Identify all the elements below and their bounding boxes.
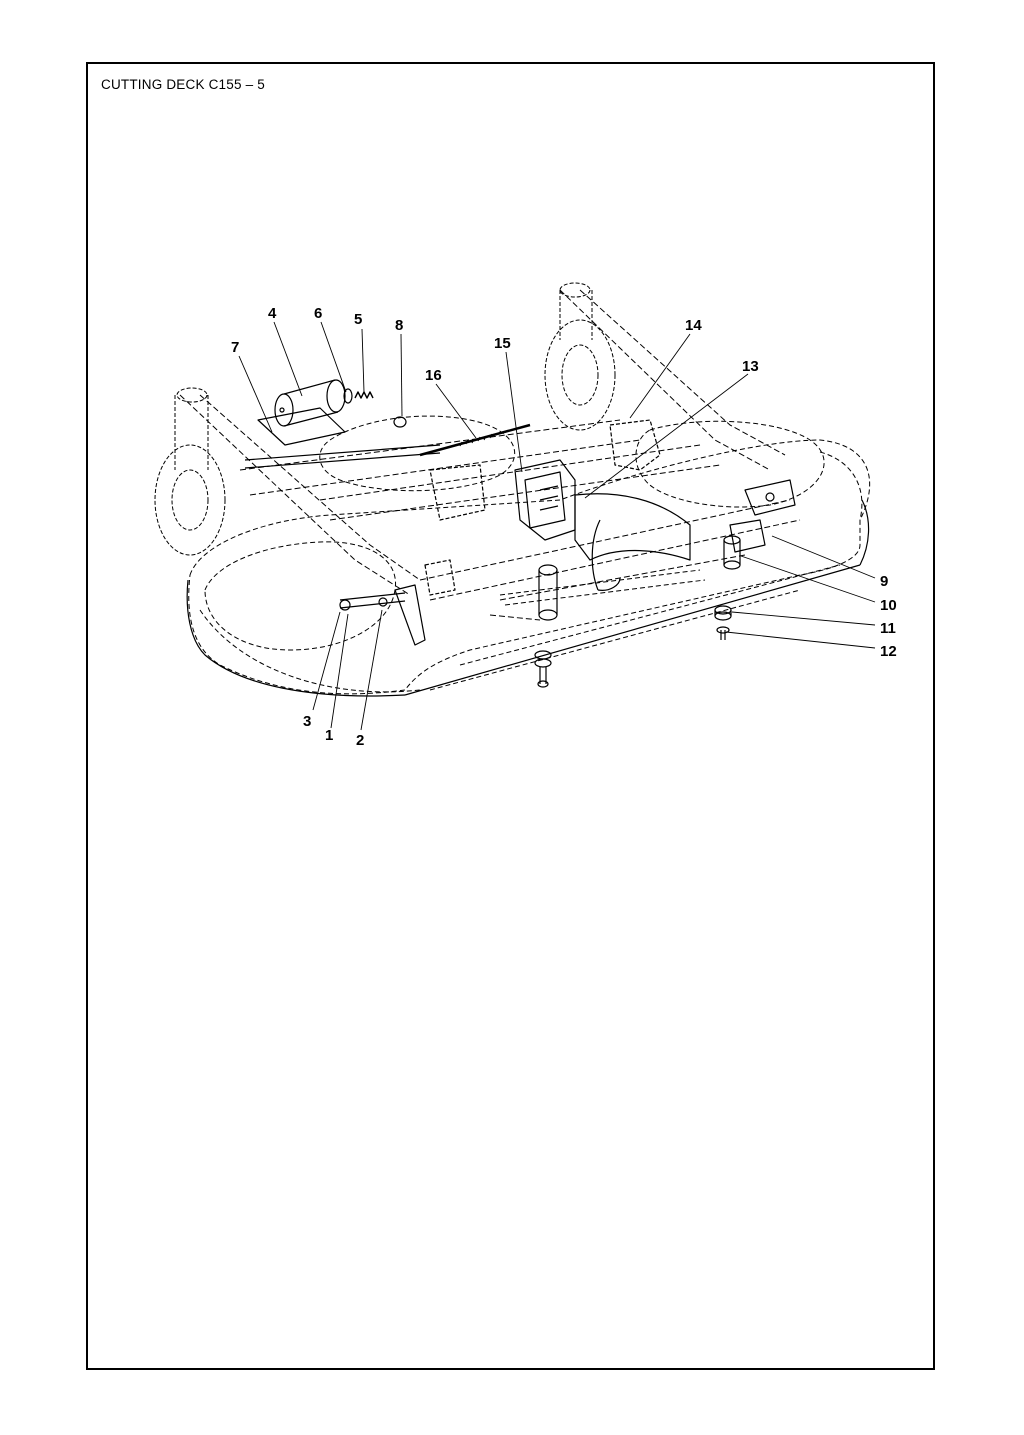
- adjust-rod-16-hatch: [459, 433, 493, 447]
- callout-3: 3: [303, 713, 311, 730]
- adjust-rod-16: [419, 423, 531, 457]
- lift-mechanism: [429, 419, 661, 541]
- callout-14: 14: [685, 317, 702, 334]
- callout-5: 5: [354, 311, 362, 328]
- callout-6: 6: [314, 305, 322, 322]
- callout-4: 4: [268, 305, 277, 322]
- page-frame: [86, 62, 935, 1370]
- right-caster-wheel: [544, 282, 616, 431]
- callout-2: 2: [356, 732, 364, 749]
- deck-rim: [186, 499, 870, 697]
- callout-11: 11: [880, 620, 896, 637]
- page-title: CUTTING DECK C155 – 5: [101, 77, 265, 92]
- leader-lines: [238, 321, 876, 731]
- mount-plate: [257, 407, 346, 446]
- shield-plate: [574, 493, 691, 591]
- front-rod: [244, 444, 441, 469]
- spring-canister: [274, 379, 346, 427]
- front-bar: [499, 569, 706, 606]
- callout-labels: 4 6 5 8 7 16 15 14 13 9 10 11 12 3 1 2: [231, 305, 897, 749]
- spring-5: [354, 391, 374, 399]
- callout-12: 12: [880, 643, 897, 660]
- middle-bushing-stack: [534, 564, 558, 688]
- callout-13: 13: [742, 358, 759, 375]
- right-bracket: [729, 479, 796, 553]
- frame-rails: [179, 289, 801, 621]
- callout-15: 15: [494, 335, 511, 352]
- right-bushing-stack: [714, 535, 741, 640]
- left-link-assembly: [339, 559, 456, 646]
- callout-16: 16: [425, 367, 442, 384]
- callout-8: 8: [395, 317, 403, 334]
- callout-9: 9: [880, 573, 888, 590]
- callout-1: 1: [325, 727, 333, 744]
- left-caster-wheel: [154, 387, 226, 556]
- deck-housing: [188, 415, 871, 695]
- washer-6: [343, 388, 353, 404]
- callout-10: 10: [880, 597, 897, 614]
- rod-8: [393, 416, 407, 428]
- callout-7: 7: [231, 339, 239, 356]
